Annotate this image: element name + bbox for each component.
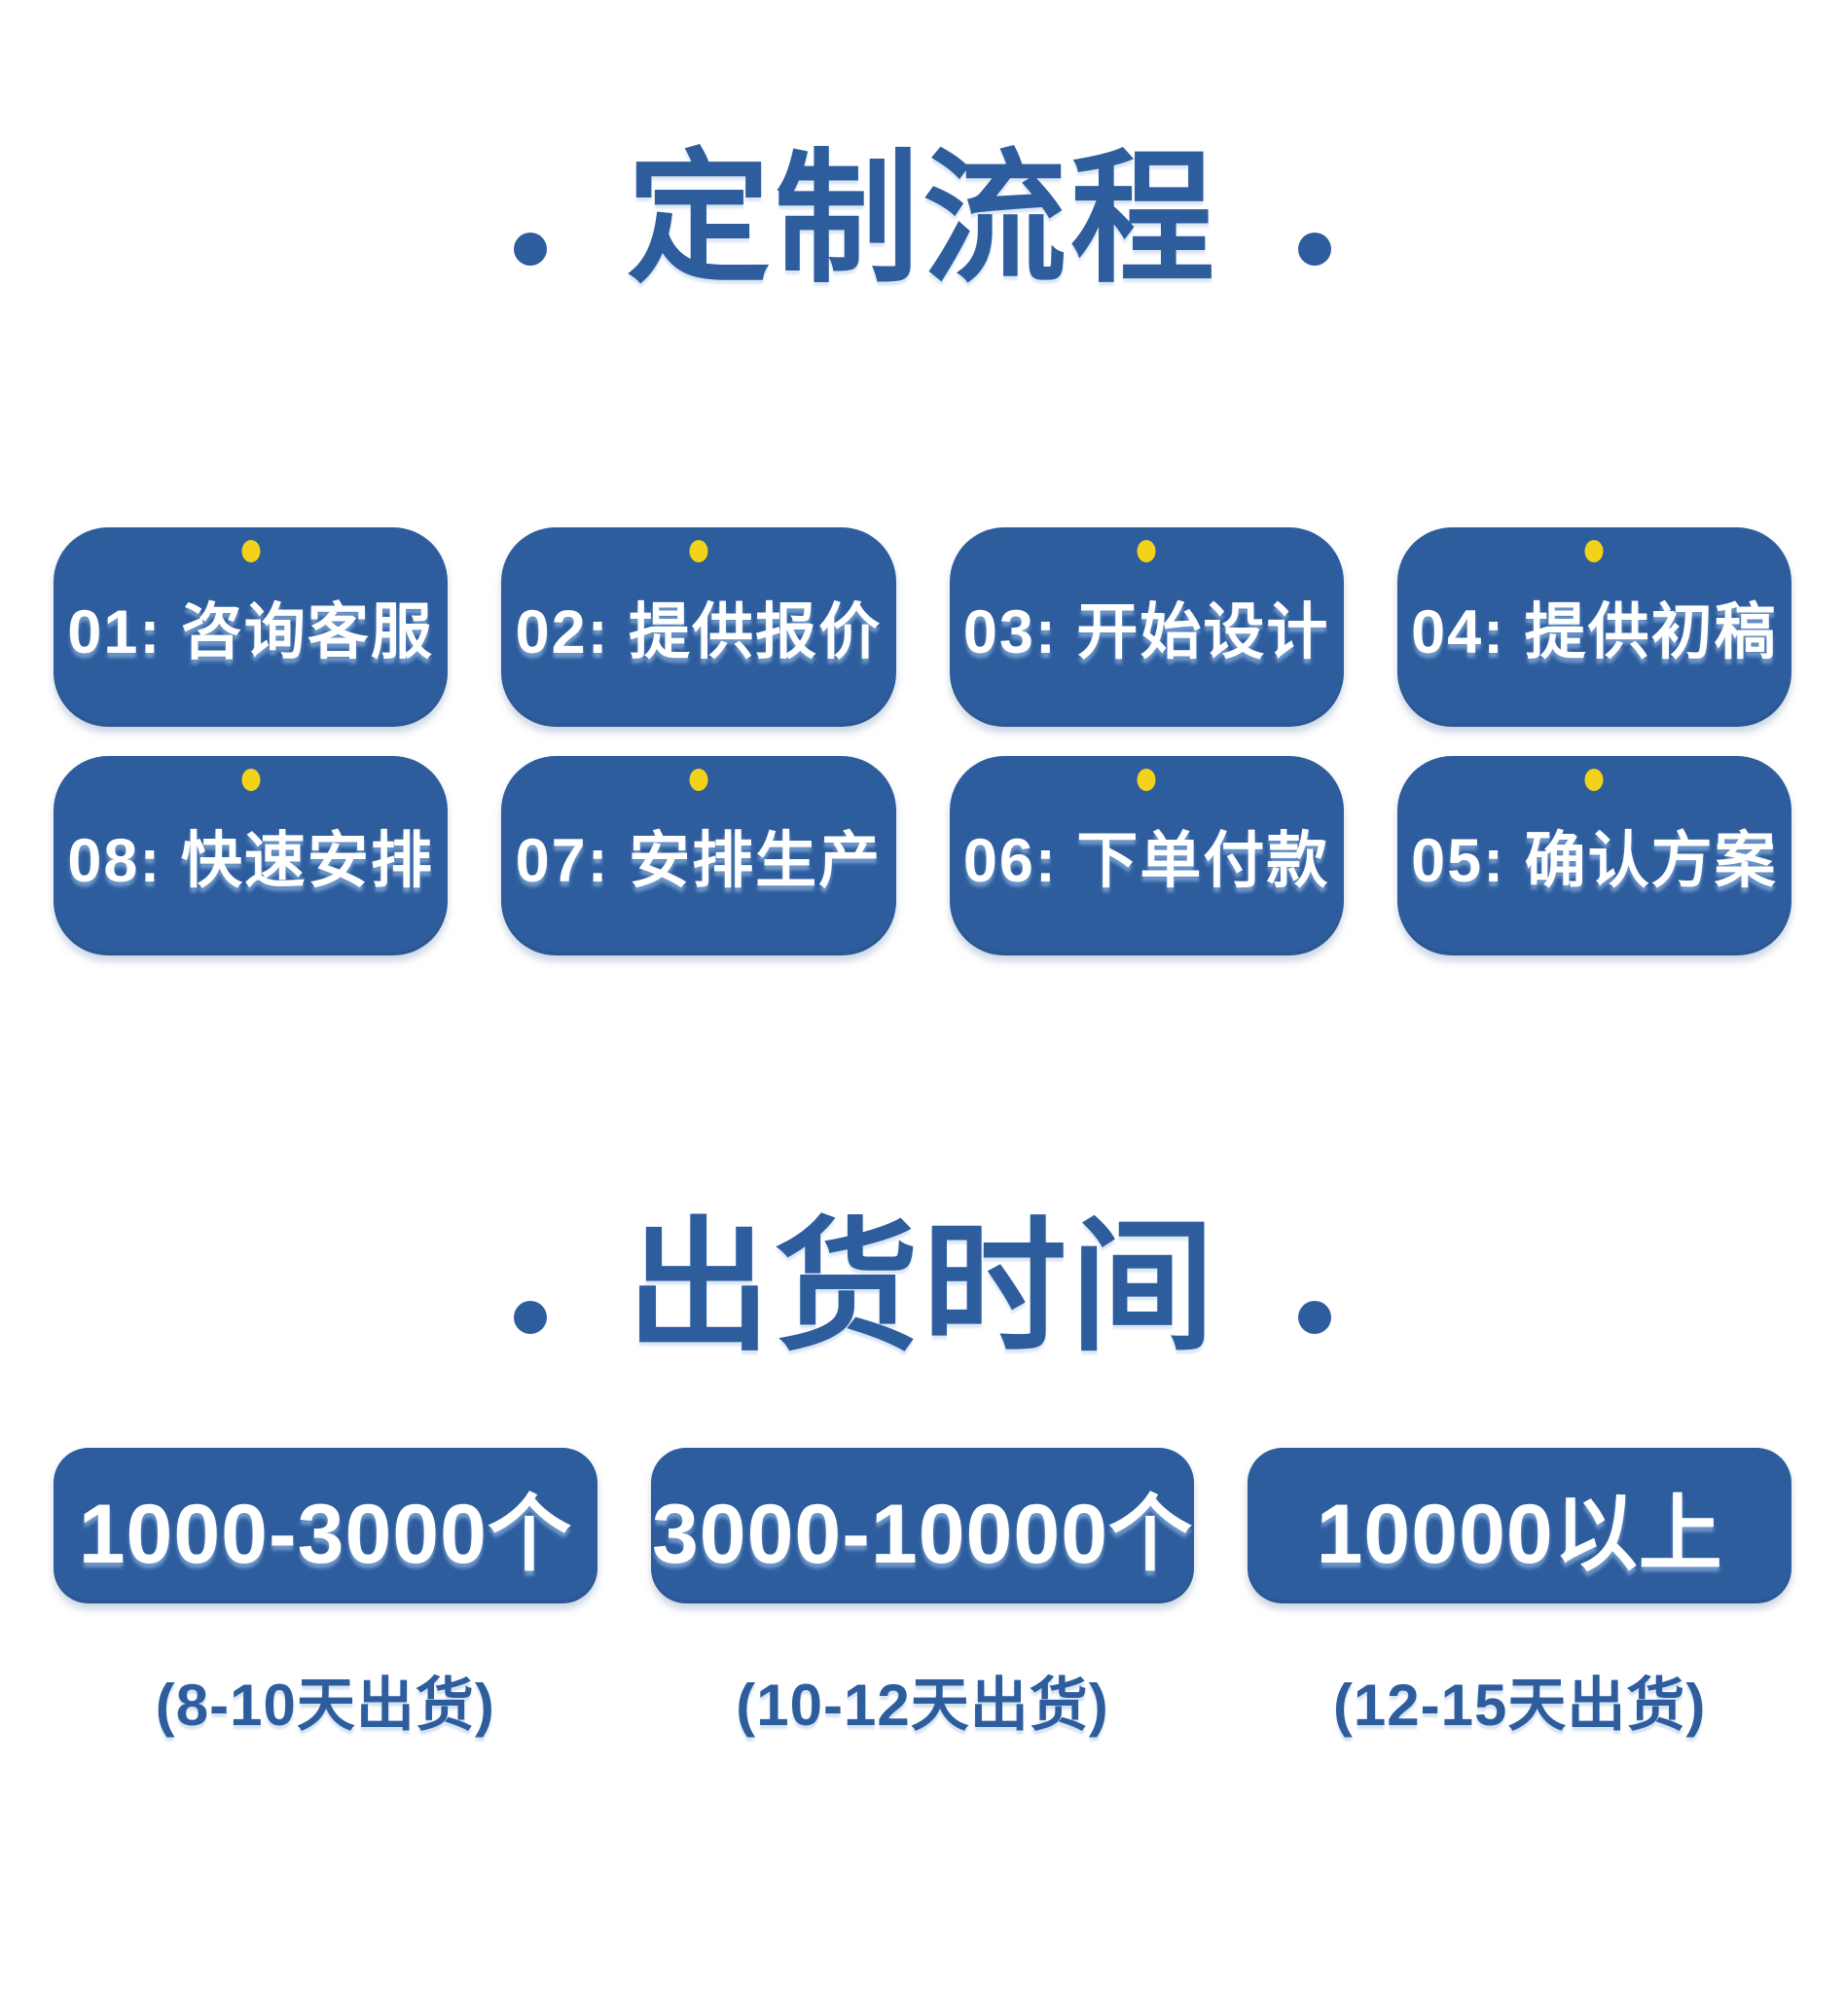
pin-dot-icon — [689, 769, 708, 791]
quantity-label: 10000以上 — [1316, 1487, 1723, 1581]
title-left-dot-icon — [514, 233, 547, 266]
step-label: 04: 提供初稿 — [1411, 598, 1778, 666]
quantity-card-large: 10000以上 — [1248, 1448, 1791, 1603]
pin-dot-icon — [241, 769, 261, 791]
title-right-dot-icon — [1298, 1301, 1331, 1334]
shipping-time-label: (10-12天出货) — [736, 1673, 1109, 1738]
process-section-title: 定制流程 — [0, 148, 1845, 292]
shipping-time-label: (8-10天出货) — [155, 1673, 495, 1738]
step-label: 05: 确认方案 — [1411, 827, 1778, 895]
shipping-time-label: (12-15天出货) — [1332, 1673, 1707, 1738]
step-label: 07: 安排生产 — [515, 827, 883, 895]
quantity-card-small: 1000-3000个 — [54, 1448, 597, 1603]
step-card-02: 02: 提供报价 — [501, 527, 896, 727]
step-card-08: 08: 快速安排 — [54, 756, 449, 955]
quantity-card-medium: 3000-10000个 — [650, 1448, 1195, 1603]
title-right-dot-icon — [1298, 233, 1331, 266]
step-label: 02: 提供报价 — [515, 598, 883, 666]
title-left-dot-icon — [514, 1301, 547, 1334]
step-card-01: 01: 咨询客服 — [54, 527, 449, 727]
step-card-07: 07: 安排生产 — [501, 756, 896, 955]
step-label: 01: 咨询客服 — [67, 598, 434, 666]
custom-process-infographic: 定制流程 01: 咨询客服 02: 提供报价 03: 开始设计 04: 提供初稿… — [0, 148, 1845, 1743]
pin-dot-icon — [689, 540, 708, 562]
step-card-06: 06: 下单付款 — [949, 756, 1344, 955]
step-label: 08: 快速安排 — [67, 827, 434, 895]
step-card-05: 05: 确认方案 — [1396, 756, 1791, 955]
pin-dot-icon — [1584, 540, 1604, 562]
process-steps-grid: 01: 咨询客服 02: 提供报价 03: 开始设计 04: 提供初稿 08: … — [54, 527, 1791, 955]
pin-dot-icon — [1584, 769, 1604, 791]
step-label: 03: 开始设计 — [962, 598, 1330, 666]
shipping-times-row: (8-10天出货) (10-12天出货) (12-15天出货) — [54, 1658, 1791, 1743]
shipping-title-text: 出货时间 — [627, 1207, 1218, 1368]
step-card-03: 03: 开始设计 — [949, 527, 1344, 727]
quantity-label: 3000-10000个 — [651, 1487, 1194, 1581]
pin-dot-icon — [1137, 769, 1156, 791]
pin-dot-icon — [1137, 540, 1156, 562]
pin-dot-icon — [241, 540, 261, 562]
step-card-04: 04: 提供初稿 — [1396, 527, 1791, 727]
process-title-text: 定制流程 — [627, 139, 1218, 300]
quantity-label: 1000-3000个 — [78, 1487, 572, 1581]
step-label: 06: 下单付款 — [962, 827, 1330, 895]
shipping-section-title: 出货时间 — [0, 1216, 1845, 1360]
shipping-tiers-grid: 1000-3000个 3000-10000个 10000以上 — [54, 1448, 1791, 1603]
